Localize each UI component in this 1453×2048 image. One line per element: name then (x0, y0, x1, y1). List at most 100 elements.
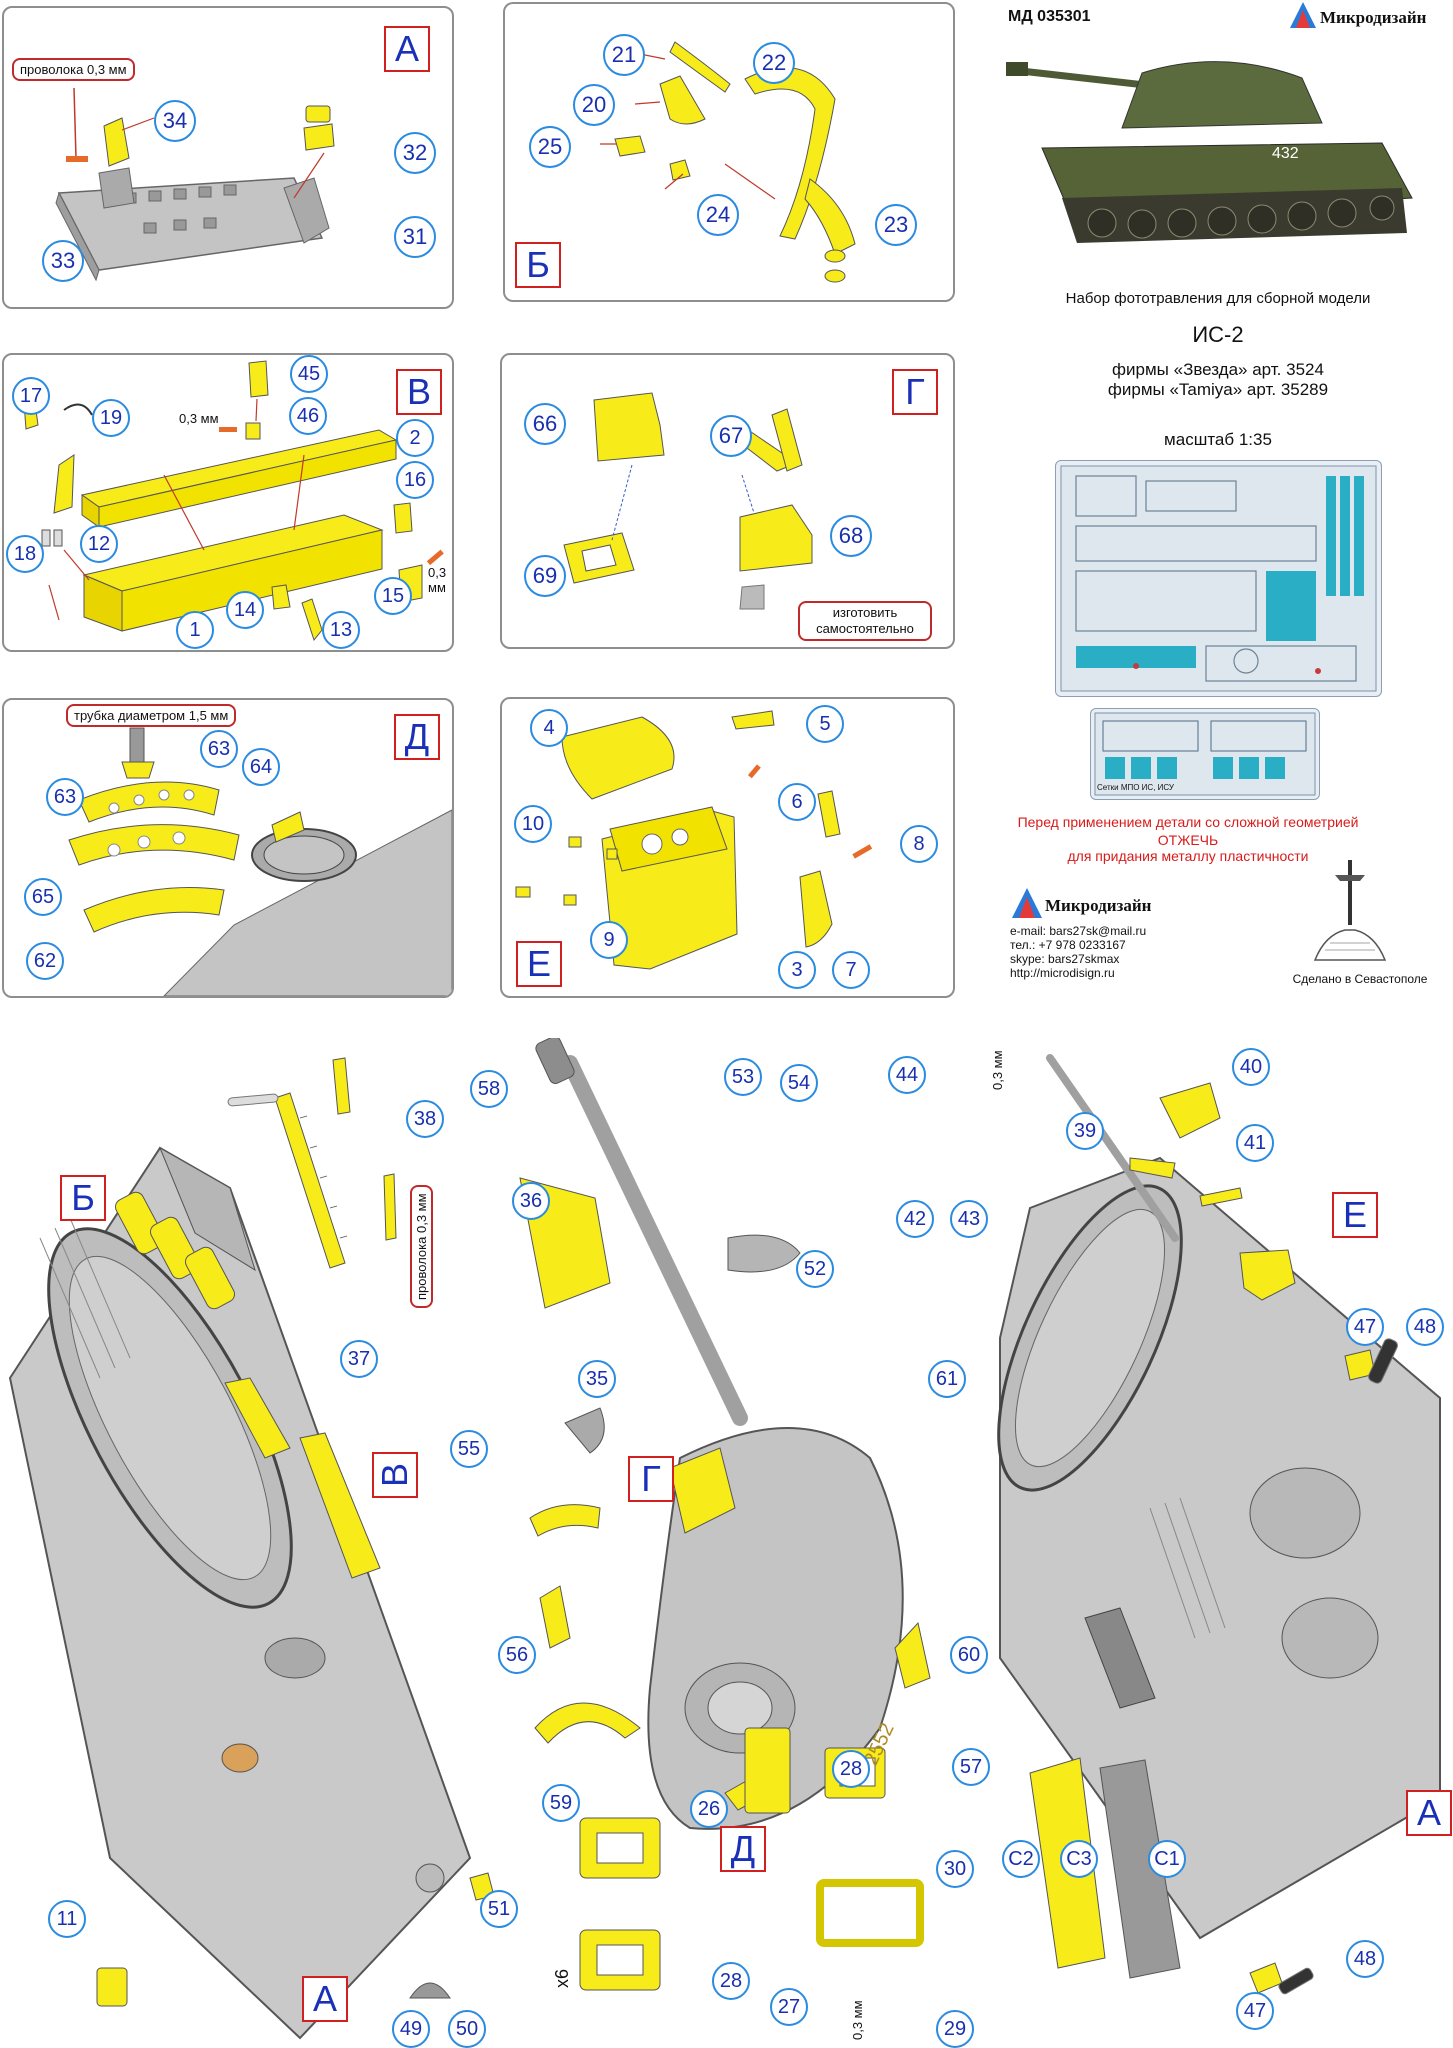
model-name: ИС-2 (1192, 322, 1244, 347)
part-4: 4 (530, 709, 568, 747)
part-37: 37 (340, 1340, 378, 1378)
main-letter-v: В (372, 1452, 418, 1498)
panel-a-letter: А (384, 26, 430, 72)
part-63-left: 63 (46, 778, 84, 816)
part-44: 44 (888, 1056, 926, 1094)
main-x6-label: x6 (552, 1968, 572, 1988)
part-20: 20 (573, 84, 615, 126)
firm-zvezda: фирмы «Звезда» арт. 3524 (1112, 360, 1324, 379)
article-number: МД 035301 (1008, 8, 1091, 25)
part-11: 11 (48, 1900, 86, 1938)
firm-tamiya: фирмы «Tamiya» арт. 35289 (1107, 380, 1329, 399)
part-41: 41 (1236, 1124, 1274, 1162)
part-52: 52 (796, 1250, 834, 1288)
warning-line1: Перед применением детали со сложной геом… (1017, 814, 1359, 830)
panel-e-drawing (515, 710, 873, 970)
part-43: 43 (950, 1200, 988, 1238)
panel-a-drawing (55, 87, 335, 282)
part-32: 32 (394, 132, 436, 174)
part-6: 6 (778, 783, 816, 821)
panel-v-mm-note: 0,3 мм (179, 411, 219, 426)
fret-sheet-large (1055, 460, 1382, 697)
contact-phone: тел.: +7 978 0233167 (1010, 938, 1126, 952)
part-27: 27 (770, 1988, 808, 2026)
part-42: 42 (896, 1200, 934, 1238)
part-38: 38 (406, 1100, 444, 1138)
part-c1: C1 (1148, 1840, 1186, 1878)
part-15: 15 (374, 577, 412, 615)
part-24: 24 (697, 194, 739, 236)
panel-g-self-made-note: изготовить самостоятельно (798, 601, 932, 641)
contact-web: http://microdisign.ru (1010, 966, 1115, 980)
main-assembly-drawing (8, 1038, 1441, 2040)
part-46: 46 (289, 397, 327, 435)
main-wire-note: проволока 0,3 мм (410, 1185, 433, 1308)
part-29: 29 (936, 2010, 974, 2048)
part-53: 53 (724, 1058, 762, 1096)
part-62: 62 (26, 942, 64, 980)
contacts-logo-icon (1012, 888, 1042, 923)
part-61: 61 (928, 1360, 966, 1398)
part-18: 18 (6, 535, 44, 573)
panel-e-letter: Е (516, 941, 562, 987)
part-16: 16 (396, 461, 434, 499)
svg-text:432: 432 (1272, 145, 1299, 162)
panel-e: Е 4 5 6 10 8 9 3 7 (500, 697, 955, 998)
part-7: 7 (832, 951, 870, 989)
main-letter-a2: А (302, 1976, 348, 2022)
part-12: 12 (80, 525, 118, 563)
part-c3: C3 (1060, 1840, 1098, 1878)
contact-email: e-mail: bars27sk@mail.ru (1010, 924, 1147, 938)
part-36: 36 (512, 1182, 550, 1220)
part-33: 33 (42, 240, 84, 282)
part-31: 31 (394, 216, 436, 258)
part-c2: C2 (1002, 1840, 1040, 1878)
panel-b-drawing (600, 41, 856, 283)
panel-d: Д трубка диаметром 1,5 мм 63 64 63 65 62 (2, 698, 454, 998)
part-9: 9 (590, 921, 628, 959)
part-45: 45 (290, 355, 328, 393)
fret-sheet-small-drawing (1094, 712, 1316, 796)
part-58: 58 (470, 1070, 508, 1108)
panel-b: Б 21 22 20 25 24 23 (503, 2, 955, 302)
panel-v-mm-note2: 0,3 мм (428, 565, 447, 595)
part-56: 56 (498, 1636, 536, 1674)
panel-v-letter: В (396, 369, 442, 415)
part-3: 3 (778, 951, 816, 989)
sevastopol-monument-icon (1313, 860, 1387, 961)
main-letter-d: Д (720, 1826, 766, 1872)
part-49: 49 (392, 2010, 430, 2048)
part-17: 17 (12, 377, 50, 415)
part-60: 60 (950, 1636, 988, 1674)
panel-a: А проволока 0,3 мм 34 32 31 33 (2, 6, 454, 309)
part-66: 66 (524, 403, 566, 445)
part-57: 57 (952, 1748, 990, 1786)
part-69: 69 (524, 555, 566, 597)
main-letter-b: Б (60, 1175, 106, 1221)
warning-line2: ОТЖЕЧЬ (1157, 832, 1219, 848)
warning-line3: для придания металлу пластичности (1067, 848, 1309, 864)
part-64: 64 (242, 748, 280, 786)
panel-d-letter: Д (394, 714, 440, 760)
main-letter-g: Г (628, 1456, 674, 1502)
part-59: 59 (542, 1784, 580, 1822)
part-13: 13 (322, 611, 360, 649)
part-35: 35 (578, 1360, 616, 1398)
part-48a: 48 (1406, 1308, 1444, 1346)
panel-v: В 0,3 мм 0,3 мм 17 19 45 46 2 16 12 18 1… (2, 353, 454, 652)
contacts-brand: Микродизайн (1045, 896, 1152, 915)
tank-photo: 432 (1002, 48, 1422, 248)
part-1: 1 (176, 611, 214, 649)
part-65: 65 (24, 878, 62, 916)
brand-name: Микродизайн (1320, 8, 1427, 27)
panel-b-letter: Б (515, 242, 561, 288)
part-19: 19 (92, 399, 130, 437)
part-5: 5 (806, 705, 844, 743)
panel-g-letter: Г (892, 369, 938, 415)
made-in-label: Сделано в Севастополе (1292, 972, 1428, 986)
main-mm-note-b: 0,3 мм (850, 2000, 865, 2040)
part-68: 68 (830, 515, 872, 557)
part-26: 26 (690, 1790, 728, 1828)
part-30: 30 (936, 1850, 974, 1888)
fret-sheet-small-label: Сетки МПО ИС, ИСУ (1097, 783, 1174, 792)
